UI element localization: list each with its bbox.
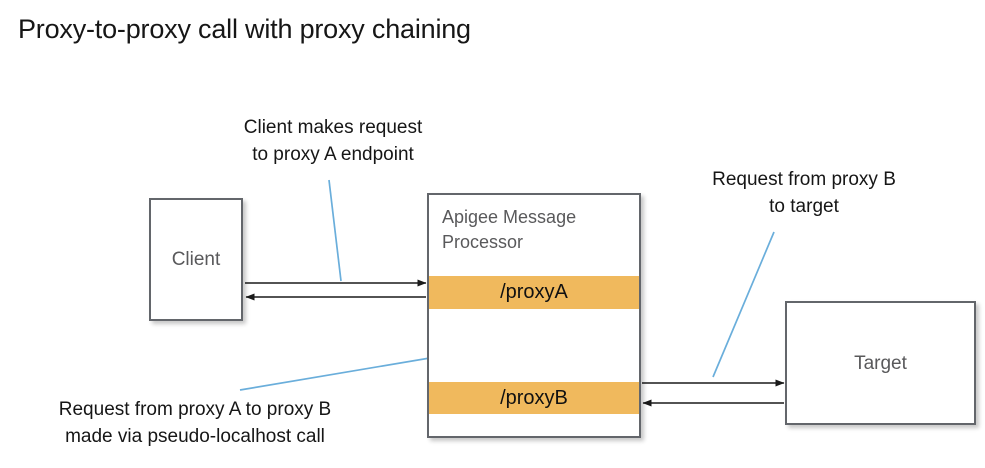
callout-proxy-b-to-target: Request from proxy B to target (712, 169, 896, 217)
node-target-label: Target (854, 353, 907, 374)
callout-client-request: Client makes request to proxy A endpoint (243, 117, 423, 165)
message-processor-title: Apigee Message Processor (442, 207, 577, 252)
proxy-b-band[interactable]: /proxyB (429, 382, 639, 414)
node-client-label: Client (171, 249, 221, 270)
proxy-a-band[interactable]: /proxyA (429, 276, 639, 309)
callout-proxy-chain: Request from proxy A to proxy B made via… (58, 399, 332, 447)
leader-line-proxyb-target (712, 231, 775, 378)
leader-line-client-request (328, 179, 342, 282)
node-target[interactable]: Target (785, 301, 976, 425)
node-client[interactable]: Client (149, 198, 243, 321)
node-message-processor[interactable]: Apigee Message Processor /proxyA /proxyB (427, 193, 641, 438)
page-title: Proxy-to-proxy call with proxy chaining (18, 14, 471, 44)
